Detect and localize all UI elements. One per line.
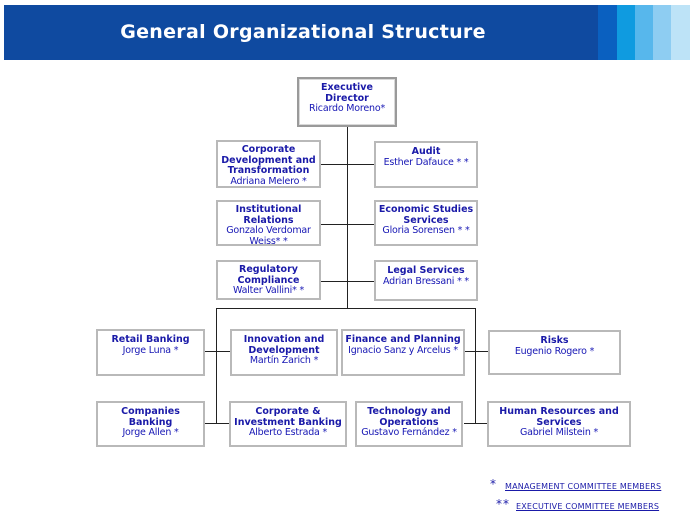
node-person: Ignacio Sanz y Arcelus	[348, 344, 451, 356]
node-person: Adriana Melero	[230, 175, 300, 187]
connector-staff-3	[320, 281, 375, 282]
committee-mark: * *	[275, 235, 288, 247]
org-node-technology-operations[interactable]: Technology and Operations Gustavo Fernán…	[355, 401, 463, 447]
node-title: Finance and Planning	[345, 334, 461, 345]
committee-mark: *	[173, 427, 179, 438]
connector-business-horizontal	[216, 308, 476, 309]
connector-row2-left	[205, 423, 230, 424]
banner-stripe-2	[617, 5, 635, 60]
org-node-risks[interactable]: Risks Eugenio Rogero *	[488, 330, 621, 375]
org-node-audit[interactable]: Audit Esther Dafauce * *	[374, 141, 478, 188]
node-title: Retail Banking	[111, 334, 190, 345]
connector-row1-left	[205, 351, 230, 352]
node-person: Gabriel Milstein	[519, 427, 591, 438]
committee-mark: *	[313, 355, 319, 366]
executive-committee-link[interactable]: EXECUTIVE COMMITTEE MEMBERS	[516, 502, 660, 511]
connector-row2-right	[464, 423, 488, 424]
committee-mark: * *	[457, 275, 469, 287]
node-title: Innovation and Development	[243, 334, 325, 356]
node-person: Gonzalo Verdomar Weiss	[226, 225, 311, 247]
committee-mark: * *	[292, 285, 305, 296]
node-person: Gustavo Fernández	[361, 427, 450, 438]
org-node-retail-banking[interactable]: Retail Banking Jorge Luna *	[96, 329, 205, 376]
committee-mark: *	[302, 175, 307, 187]
node-title: Legal Services	[387, 265, 465, 276]
node-person: Martín Zarich	[249, 355, 311, 366]
connector-business-left-vertical	[216, 308, 217, 424]
connector-business-right-vertical	[475, 308, 476, 424]
org-node-finance-planning[interactable]: Finance and Planning Ignacio Sanz y Arce…	[341, 329, 465, 376]
legend-mark-executive: **	[496, 497, 510, 511]
committee-mark: *	[453, 344, 458, 356]
node-person: Alberto Estrada	[248, 427, 320, 438]
committee-mark: *	[380, 103, 386, 114]
node-title: Corporate Development and Transformation	[221, 144, 316, 176]
header-banner: General Organizational Structure	[4, 5, 690, 60]
node-person: Jorge Luna	[122, 344, 171, 356]
page-title: General Organizational Structure	[120, 21, 486, 43]
node-title: Corporate & Investment Banking	[234, 406, 342, 428]
org-node-institutional-relations[interactable]: Institutional Relations Gonzalo Verdomar…	[216, 200, 321, 246]
node-person: Adrian Bressani	[383, 275, 455, 287]
management-committee-link[interactable]: MANAGEMENT COMMITTEE MEMBERS	[505, 482, 662, 491]
connector-staff-2	[320, 224, 375, 225]
node-title: Economic Studies Services	[378, 204, 474, 226]
committee-mark: * *	[457, 225, 470, 236]
node-title: Human Resources and Services	[499, 406, 619, 428]
legend-mark-management: *	[490, 477, 496, 491]
committee-mark: *	[589, 345, 595, 357]
connector-staff-1	[320, 164, 375, 165]
org-node-innovation-development[interactable]: Innovation and Development Martín Zarich…	[230, 329, 338, 376]
node-person: Esther Dafauce	[383, 156, 454, 168]
node-title: Companies Banking	[121, 406, 180, 428]
node-title: Regulatory Compliance	[237, 264, 300, 286]
banner-stripe-5	[671, 5, 690, 60]
node-person: Walter Vallini	[232, 285, 293, 296]
node-title: Audit	[411, 146, 441, 157]
connector-row1-right	[464, 351, 488, 352]
banner-stripe-3	[635, 5, 653, 60]
node-person: Gloria Sorensen	[382, 225, 455, 236]
committee-mark: *	[593, 427, 599, 438]
node-title: Technology and Operations	[367, 406, 451, 428]
org-node-corporate-investment-banking[interactable]: Corporate & Investment Banking Alberto E…	[229, 401, 347, 447]
node-title: Risks	[540, 335, 569, 346]
org-node-human-resources[interactable]: Human Resources and Services Gabriel Mil…	[487, 401, 631, 447]
org-node-regulatory-compliance[interactable]: Regulatory Compliance Walter Vallini* *	[216, 260, 321, 300]
node-person: Ricardo Moreno	[308, 103, 381, 114]
org-node-executive-director[interactable]: Executive Director Ricardo Moreno*	[297, 77, 397, 127]
org-node-legal-services[interactable]: Legal Services Adrian Bressani * *	[374, 260, 478, 301]
banner-stripe-1	[598, 5, 617, 60]
connector-main-vertical	[347, 127, 348, 308]
org-node-companies-banking[interactable]: Companies Banking Jorge Allen *	[96, 401, 205, 447]
committee-mark: *	[173, 344, 179, 356]
committee-mark: *	[322, 427, 328, 438]
node-person: Jorge Allen	[122, 427, 172, 438]
node-title: Executive Director	[321, 82, 373, 104]
node-title: Institutional Relations	[235, 204, 302, 226]
org-node-corporate-development[interactable]: Corporate Development and Transformation…	[216, 140, 321, 188]
org-node-economic-studies[interactable]: Economic Studies Services Gloria Sorense…	[374, 200, 478, 246]
committee-mark: *	[452, 427, 457, 438]
banner-stripe-4	[653, 5, 671, 60]
node-person: Eugenio Rogero	[514, 345, 587, 357]
committee-mark: * *	[456, 156, 469, 168]
